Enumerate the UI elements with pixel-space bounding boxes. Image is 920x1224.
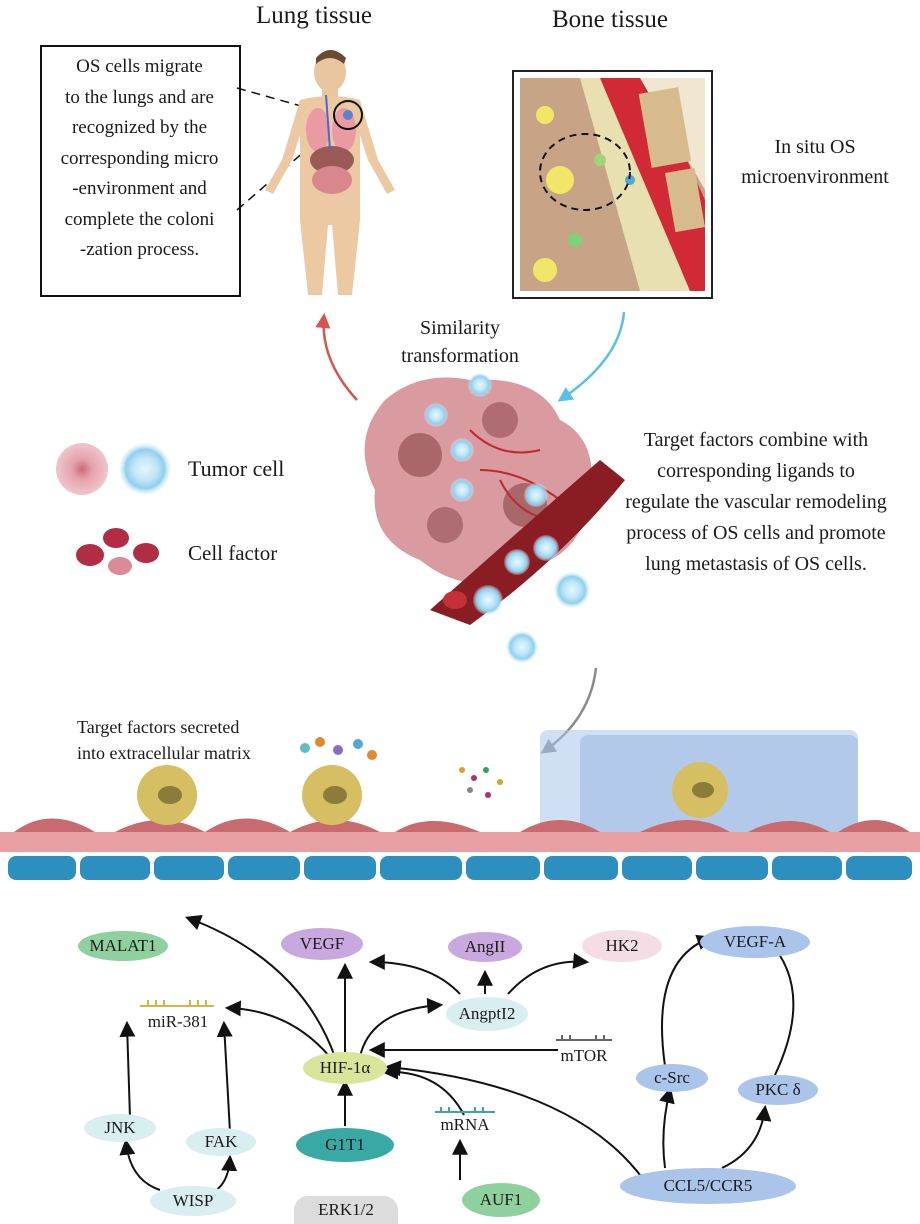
- lung-tissue-title: Lung tissue: [256, 2, 372, 29]
- similarity-line: transformation: [401, 345, 519, 367]
- arrow-from-bone: [557, 311, 626, 402]
- mrna-glyph: [435, 1107, 495, 1113]
- node-jnk: JNK: [84, 1114, 156, 1142]
- node-csrc: c-Src: [636, 1064, 708, 1092]
- callout-line: -environment and: [72, 178, 207, 199]
- target-line: corresponding ligands to: [657, 460, 855, 482]
- node-vegf: VEGF: [281, 928, 363, 960]
- in-situ-label: In situ OS microenvironment: [735, 132, 895, 192]
- node-vegfa: VEGF-A: [700, 926, 810, 958]
- node-erk: ERK1/2: [294, 1196, 398, 1224]
- colonization-callout-text: OS cells migrate to the lungs and are re…: [40, 52, 239, 266]
- target-line: Target factors combine with: [643, 429, 869, 451]
- blue-cell-layer: [0, 852, 920, 882]
- callout-line: corresponding micro: [60, 147, 219, 169]
- target-factors-description: Target factors combine with correspondin…: [606, 425, 906, 580]
- legend-cell-factor-icons: [76, 528, 159, 575]
- callout-line: OS cells migrate: [76, 56, 203, 77]
- target-line: process of OS cells and promote: [626, 522, 886, 544]
- bone-tissue-panel: [512, 70, 713, 299]
- node-pkcd: PKC δ: [738, 1075, 818, 1105]
- node-fak: FAK: [186, 1128, 256, 1156]
- human-body-icon: [265, 50, 395, 295]
- matrix-label: Target factors secreted into extracellul…: [77, 714, 297, 766]
- node-mir381: miR-381: [147, 1012, 209, 1031]
- callout-line: complete the coloni: [64, 208, 215, 230]
- bone-tissue-title: Bone tissue: [552, 6, 668, 33]
- macrophages: [137, 762, 728, 825]
- node-malat1: MALAT1: [78, 931, 168, 961]
- node-mtor: mTOR: [560, 1046, 608, 1065]
- tumor-mass-illustration: [364, 373, 625, 663]
- node-angptl2: AngptI2: [446, 997, 528, 1031]
- node-auf1: AUF1: [462, 1183, 540, 1217]
- node-mrna: mRNA: [440, 1115, 490, 1134]
- mtor-glyph: [556, 1035, 612, 1041]
- endothelial-layer: [0, 818, 920, 852]
- target-line: regulate the vascular remodeling: [625, 491, 887, 513]
- node-hif1a: HIF-1α: [303, 1052, 387, 1084]
- mir-381-glyph: [140, 1000, 214, 1007]
- legend-tumor-icons: [56, 443, 171, 495]
- callout-line: recognized by the: [71, 117, 208, 138]
- similarity-line: Similarity: [420, 317, 500, 339]
- target-line: lung metastasis of OS cells.: [645, 553, 867, 575]
- node-wisp: WISP: [150, 1186, 236, 1216]
- callout-line: -zation process.: [79, 239, 200, 260]
- matrix-line: Target factors secreted: [77, 717, 240, 737]
- in-situ-line: In situ OS: [774, 136, 856, 158]
- secreted-factors: [300, 737, 503, 798]
- node-angii: AngII: [448, 932, 522, 962]
- similarity-label: Similarity transformation: [380, 314, 540, 370]
- in-situ-line: microenvironment: [741, 166, 889, 188]
- arrow-to-lung: [315, 313, 358, 401]
- callout-line: to the lungs and are: [65, 86, 214, 108]
- node-ccl5-ccr5: CCL5/CCR5: [620, 1168, 796, 1204]
- legend-cell-factor: Cell factor: [188, 541, 278, 565]
- colonization-callout-box: [40, 45, 241, 297]
- matrix-line: into extracellular matrix: [77, 743, 251, 763]
- node-hk2: HK2: [582, 930, 662, 962]
- legend-tumor-cell: Tumor cell: [188, 456, 285, 481]
- node-g1t1: G1T1: [296, 1128, 394, 1162]
